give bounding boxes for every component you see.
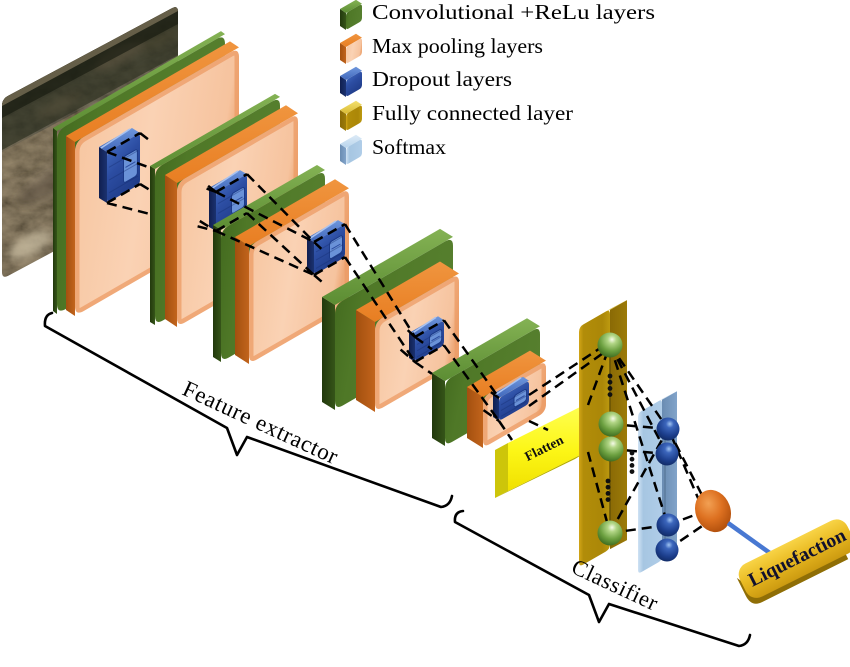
svg-text:Fully connected layer: Fully connected layer	[372, 101, 573, 125]
svg-text:Softmax: Softmax	[372, 135, 447, 159]
svg-text:Convolutional +ReLu layers: Convolutional +ReLu layers	[372, 0, 655, 24]
svg-text:Dropout layers: Dropout layers	[372, 67, 512, 91]
svg-text:Max pooling layers: Max pooling layers	[372, 34, 543, 58]
